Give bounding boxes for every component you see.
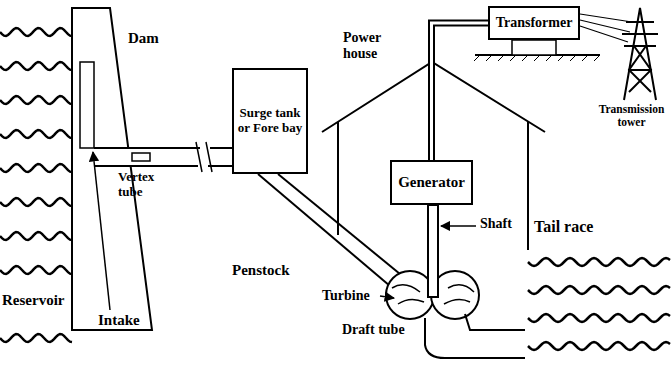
wire-outer (432, 23, 489, 160)
transformer-box: Transformer (488, 6, 580, 40)
leader-line (441, 225, 476, 227)
transmission-tower-label: Transmission tower (594, 103, 669, 129)
wire-inner (432, 23, 489, 160)
wave-line (0, 164, 72, 172)
wave-line (0, 266, 72, 274)
dam-label: Dam (128, 30, 178, 47)
generator-box: Generator (390, 160, 473, 205)
wave-line (0, 28, 72, 36)
node-text: Transformer (496, 15, 573, 31)
wave-line (528, 286, 670, 294)
wave-line (0, 62, 72, 70)
draft-tube (465, 314, 525, 330)
turbine-shaft (428, 205, 438, 297)
wave-line (528, 314, 670, 322)
wave-line (0, 130, 72, 138)
tunnel-wall (210, 147, 232, 149)
wave-line (0, 96, 72, 104)
intake-label: Intake (98, 312, 158, 329)
draft-tube (425, 318, 525, 358)
powerhouse-wall (337, 122, 339, 235)
surge-tank-box: Surge tank or Fore bay (232, 68, 308, 174)
transmission-wire (580, 14, 632, 42)
tail-race-label: Tail race (534, 218, 624, 236)
vertex-tube-label: Vertex tube (118, 170, 170, 200)
shaft-label: Shaft (480, 216, 530, 232)
tail-race-water (528, 258, 670, 350)
draft-tube-label: Draft tube (342, 322, 422, 338)
vertex-tube-symbol (132, 153, 150, 161)
reservoir-water (0, 28, 72, 342)
wave-line (528, 342, 670, 350)
wire-connector (432, 23, 489, 160)
intake-gate (80, 62, 94, 148)
powerhouse-wall (527, 122, 529, 250)
wave-line (0, 198, 72, 206)
break-mark (196, 142, 212, 172)
wave-line (0, 232, 72, 240)
transmission-tower (622, 8, 658, 100)
wave-line (0, 334, 72, 342)
dam-wall (72, 8, 152, 330)
tunnel-wall (94, 165, 198, 167)
node-text: Surge tank or Fore bay (234, 106, 306, 136)
leader-line (380, 296, 394, 298)
penstock-label: Penstock (232, 262, 312, 279)
leader-line (93, 152, 110, 310)
transformer-base (512, 40, 556, 55)
ground-hatch (474, 55, 600, 61)
tunnel-wall (94, 147, 200, 149)
reservoir-label: Reservoir (2, 292, 64, 309)
node-text: Generator (398, 174, 465, 191)
turbine-casing (386, 271, 434, 319)
wave-line (528, 258, 670, 266)
power-house-label: Power house (343, 30, 401, 62)
tunnel-fill (94, 148, 232, 166)
turbine-label: Turbine (322, 288, 380, 304)
